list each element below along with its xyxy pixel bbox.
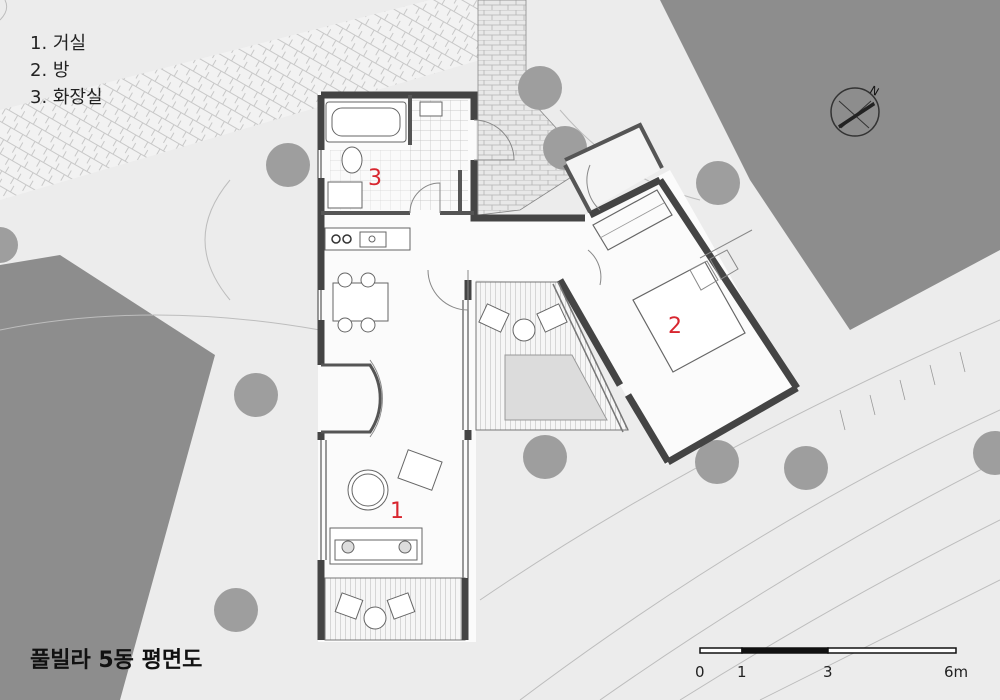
scale-tick: 0: [695, 663, 705, 681]
glazing: [317, 150, 629, 578]
scale-tick: 3: [823, 663, 833, 681]
neighbor-building-w: [0, 255, 215, 700]
scale-bar: 0 1 3 6m: [695, 647, 968, 681]
kitchen-counter: [324, 227, 411, 251]
scale-segment: [827, 647, 957, 654]
balcony-table: [363, 606, 387, 630]
cushion: [398, 540, 412, 554]
coffee-table: [347, 469, 389, 511]
deck-furniture: [478, 303, 568, 342]
armchair: [397, 449, 443, 491]
dining-set: [332, 272, 389, 333]
room-number-bathroom: 3: [368, 166, 382, 191]
bathtub: [325, 101, 407, 143]
tree: [784, 446, 828, 490]
deck-table: [512, 318, 536, 342]
bathroom-door: [409, 182, 441, 214]
bathroom-fixtures: [325, 101, 443, 209]
room-legend: 1. 거실 2. 방 3. 화장실: [30, 30, 103, 111]
washbasin: [327, 181, 363, 209]
curved-partition-outline: [369, 359, 383, 438]
trees: [0, 66, 1000, 632]
bathtub-inner: [331, 107, 401, 137]
compass-ring: [830, 87, 880, 137]
tree: [523, 435, 567, 479]
interior-walls: [321, 95, 664, 215]
scale-tick: 1: [737, 663, 747, 681]
tree: [695, 440, 739, 484]
compass-needle-icon: [838, 101, 876, 129]
pool: [504, 354, 608, 421]
exterior-walls: [317, 91, 800, 640]
entry-vestibule: [565, 125, 660, 210]
scale-segment: [699, 647, 743, 654]
entry-door: [473, 119, 515, 161]
wardrobe: [592, 189, 673, 251]
scale-tick: 6m: [944, 663, 968, 681]
living-door: [427, 269, 469, 311]
bed: [632, 229, 753, 373]
shower: [419, 101, 443, 117]
room-number-bedroom: 2: [668, 314, 682, 339]
plan-title: 풀빌라 5동 평면도: [30, 648, 203, 673]
tree: [234, 373, 278, 417]
tree: [0, 227, 18, 263]
legend-item: 1. 거실: [30, 33, 87, 54]
coffee-table-inner: [351, 473, 385, 507]
wardrobe-divider: [599, 202, 665, 239]
balcony-furniture: [334, 592, 416, 630]
room-number-living: 1: [390, 499, 404, 524]
tree: [214, 588, 258, 632]
tree: [518, 66, 562, 110]
cushion: [341, 540, 355, 554]
paved-path: [0, 0, 480, 200]
balcony-chair: [386, 592, 416, 620]
balcony-chair: [334, 592, 364, 620]
tree: [973, 431, 1000, 475]
curved-partition: [321, 363, 382, 434]
toilet: [341, 146, 363, 174]
north-compass: N: [830, 83, 881, 137]
door-swings: [409, 119, 602, 311]
vestibule-door: [586, 164, 601, 211]
road-hatch: [839, 351, 966, 431]
legend-item: 3. 화장실: [30, 87, 103, 108]
deck-chair: [536, 303, 568, 333]
sofa-seat: [334, 539, 418, 561]
bedroom-door: [587, 249, 602, 286]
legend-item: 2. 방: [30, 60, 70, 81]
tree: [696, 161, 740, 205]
neighbor-building-ne: [660, 0, 1000, 330]
scale-segment: [741, 647, 829, 654]
living-furniture: [329, 449, 443, 565]
deck-chair: [478, 303, 510, 333]
tree: [266, 143, 310, 187]
building: [317, 91, 800, 642]
